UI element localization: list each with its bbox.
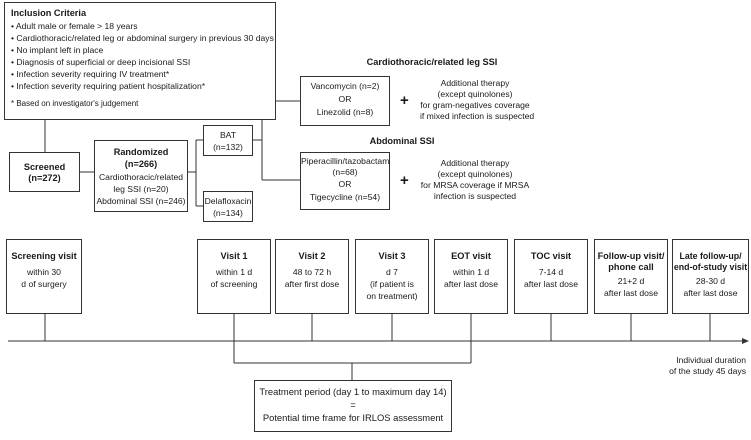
- visit-box-visit1: Visit 1 within 1 d of screening: [197, 239, 271, 314]
- visit-detail: 7-14 d: [538, 267, 564, 277]
- visit-detail: within 1 d: [215, 267, 253, 277]
- visit-title: Follow-up visit/: [597, 251, 665, 261]
- abdominal-count1: (n=68): [332, 167, 358, 177]
- screened-count: (n=272): [28, 173, 61, 183]
- visit-title: Late follow-up/: [679, 251, 742, 261]
- visit-box-followup: Follow-up visit/ phone call 21+2 d after…: [594, 239, 668, 314]
- inclusion-item: • Diagnosis of superficial or deep incis…: [11, 57, 191, 67]
- duration-line2: of the study 45 days: [669, 366, 746, 376]
- cardio-additional-line: (except quinolones): [437, 89, 513, 99]
- inclusion-item: • Infection severity requiring patient h…: [11, 81, 206, 91]
- visit-box-screening: Screening visit within 30 d of surgery: [6, 239, 82, 314]
- visit-title-line2: phone call: [608, 262, 654, 272]
- inclusion-item: • Infection severity requiring IV treatm…: [11, 69, 170, 79]
- cardio-additional-line: Additional therapy: [440, 78, 510, 88]
- visit-detail: within 30: [27, 267, 61, 277]
- randomized-label: Randomized: [113, 147, 169, 157]
- randomized-count: (n=266): [124, 159, 158, 169]
- cardio-heading: Cardiothoracic/related leg SSI: [366, 57, 498, 67]
- cardio-plus: +: [400, 92, 409, 109]
- abdominal-drug-box: Piperacillin/tazobactam (n=68) OR Tigecy…: [300, 152, 390, 210]
- abdominal-additional-line: infection is suspected: [433, 191, 517, 201]
- cardio-drug-box: Vancomycin (n=2) OR Linezolid (n=8): [300, 76, 390, 126]
- visit-detail: after last dose: [524, 279, 578, 289]
- abdominal-plus: +: [400, 172, 409, 189]
- treatment-line3: Potential time frame for IRLOS assessmen…: [262, 412, 444, 423]
- visit-title: EOT visit: [451, 251, 491, 261]
- inclusion-criteria-box: Inclusion Criteria • Adult male or femal…: [4, 2, 276, 120]
- abdominal-drug2: Tigecycline (n=54): [309, 192, 381, 202]
- visit-title: TOC visit: [530, 251, 572, 261]
- abdominal-heading: Abdominal SSI: [369, 136, 435, 146]
- visit-detail: 28-30 d: [695, 276, 726, 286]
- visit-box-eot: EOT visit within 1 d after last dose: [434, 239, 508, 314]
- visit-detail: of screening: [210, 279, 258, 289]
- inclusion-footnote: * Based on investigator's judgement: [11, 99, 139, 108]
- randomized-abdominal: Abdominal SSI (n=246): [96, 196, 186, 206]
- inclusion-item: • Adult male or female > 18 years: [11, 21, 138, 31]
- bat-label: BAT: [219, 130, 237, 140]
- visit-detail: within 1 d: [452, 267, 490, 277]
- visit-title: Screening visit: [11, 251, 77, 261]
- visit-box-visit3: Visit 3 d 7 (if patient is on treatment): [355, 239, 429, 314]
- visit-detail: after first dose: [284, 279, 340, 289]
- visit-detail: after last dose: [444, 279, 498, 289]
- delafloxacin-box: Delafloxacin (n=134): [203, 191, 253, 222]
- visit-detail: 48 to 72 h: [292, 267, 332, 277]
- cardio-additional-line: if mixed infection is suspected: [420, 111, 535, 121]
- treatment-line1: Treatment period (day 1 to maximum day 1…: [259, 386, 447, 397]
- screened-box: Screened (n=272): [9, 152, 80, 192]
- treatment-period-box: Treatment period (day 1 to maximum day 1…: [254, 380, 452, 432]
- cardio-drug1: Vancomycin (n=2): [310, 81, 380, 91]
- visit-detail: on treatment): [366, 291, 418, 301]
- visit-detail: d of surgery: [21, 279, 67, 289]
- randomized-cardio-line2: leg SSI (n=20): [113, 184, 169, 194]
- visit-title: Visit 2: [298, 251, 326, 261]
- cardio-or: OR: [338, 94, 352, 104]
- visit-box-toc: TOC visit 7-14 d after last dose: [514, 239, 588, 314]
- treatment-equals: =: [350, 399, 356, 410]
- abdominal-additional-line: for MRSA coverage if MRSA: [420, 180, 530, 190]
- duration-line1: Individual duration: [676, 355, 746, 365]
- cardio-additional-line: for gram-negatives coverage: [420, 100, 530, 110]
- visit-detail: 21+2 d: [617, 276, 645, 286]
- bat-box: BAT (n=132): [203, 125, 253, 156]
- bat-count: (n=132): [213, 142, 243, 152]
- visit-box-visit2: Visit 2 48 to 72 h after first dose: [275, 239, 349, 314]
- inclusion-item: • Cardiothoracic/related leg or abdomina…: [11, 33, 274, 43]
- abdominal-or: OR: [338, 179, 352, 189]
- visit-title-line2: end-of-study visit: [673, 262, 748, 272]
- inclusion-title: Inclusion Criteria: [11, 8, 87, 18]
- abdominal-drug1: Piperacillin/tazobactam: [301, 156, 390, 166]
- screened-label: Screened: [23, 162, 66, 172]
- visit-title: Visit 3: [378, 251, 406, 261]
- inclusion-item: • No implant left in place: [11, 45, 104, 55]
- randomized-box: Randomized (n=266) Cardiothoracic/relate…: [94, 140, 188, 212]
- visit-detail: after last dose: [683, 288, 738, 298]
- visit-detail: after last dose: [604, 288, 658, 298]
- timeline-arrowhead: [742, 338, 749, 344]
- cardio-drug2: Linezolid (n=8): [316, 107, 374, 117]
- randomized-cardio-line1: Cardiothoracic/related: [98, 172, 184, 182]
- abdominal-additional-line: (except quinolones): [437, 169, 513, 179]
- visit-detail: d 7: [386, 267, 398, 277]
- visit-box-late-followup: Late follow-up/ end-of-study visit 28-30…: [672, 239, 749, 314]
- visit-detail: (if patient is: [370, 279, 414, 289]
- abdominal-additional-line: Additional therapy: [440, 158, 510, 168]
- delafloxacin-count: (n=134): [213, 208, 243, 218]
- delafloxacin-label: Delafloxacin: [204, 196, 252, 206]
- visit-title: Visit 1: [220, 251, 248, 261]
